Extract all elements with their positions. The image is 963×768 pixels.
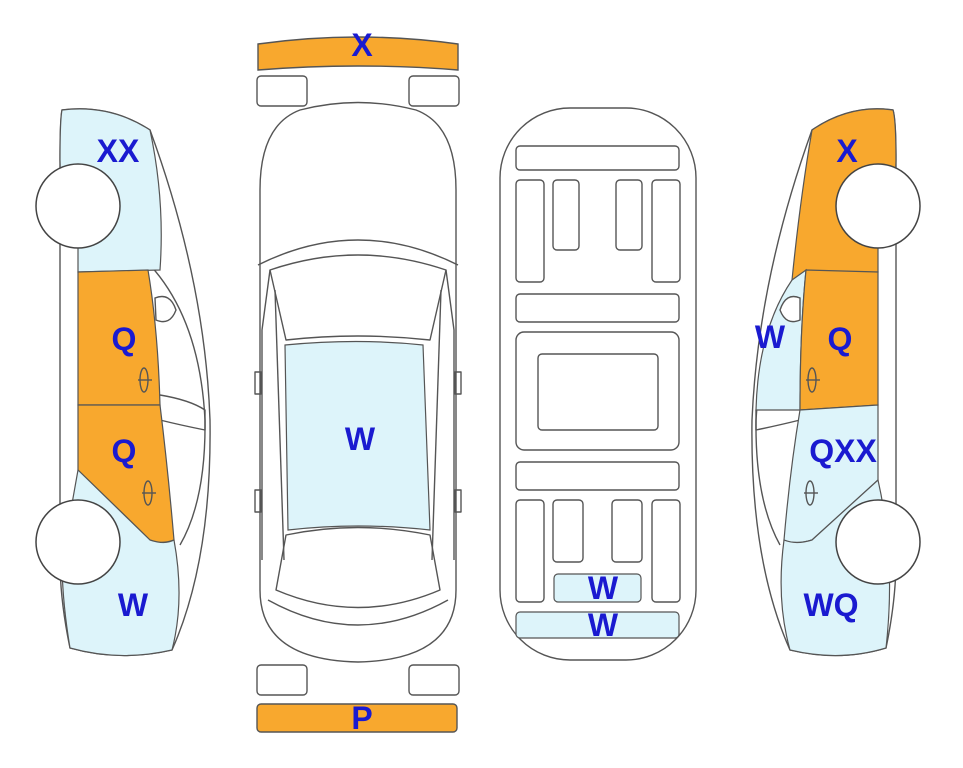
label-right-front: X <box>836 133 858 169</box>
label-rear-bumper: P <box>351 700 372 736</box>
front-left-headlight <box>256 75 308 107</box>
underside-rear-lower-zone[interactable] <box>515 611 680 639</box>
roof-zone[interactable] <box>284 340 431 531</box>
rear-right-light <box>408 664 460 696</box>
left-door-handle-rear <box>142 480 156 506</box>
label-underside-rear-upper: W <box>588 570 619 606</box>
right-door-handle-front <box>806 367 820 393</box>
underside-rear-upper-zone[interactable] <box>553 573 642 603</box>
right-front-wheel <box>835 163 921 249</box>
label-left-front-door: Q <box>112 321 137 357</box>
label-left-front: XX <box>97 133 140 169</box>
front-right-headlight <box>408 75 460 107</box>
front-bumper-zone[interactable] <box>257 36 459 71</box>
label-right-front-door: Q <box>828 321 853 357</box>
label-left-rear: W <box>118 587 149 623</box>
left-rear-wheel <box>35 499 121 585</box>
right-rear-wheel <box>835 499 921 585</box>
label-right-rear-door: QXX <box>809 433 877 469</box>
label-front-bumper: X <box>351 27 373 63</box>
right-door-handle-rear <box>804 480 818 506</box>
label-right-rear: WQ <box>803 587 858 623</box>
label-underside-rear-lower: W <box>588 607 619 643</box>
label-roof: W <box>345 421 376 457</box>
label-right-mirror-side: W <box>755 319 786 355</box>
left-door-handle-front <box>138 367 152 393</box>
zone-labels: X P W XX Q Q W X W Q QXX WQ W W <box>97 27 878 736</box>
rear-bumper-zone[interactable] <box>256 703 458 733</box>
underside-view <box>499 107 697 661</box>
rear-left-light <box>256 664 308 696</box>
left-mirror <box>154 295 177 323</box>
left-front-wheel <box>35 163 121 249</box>
label-left-rear-door: Q <box>112 433 137 469</box>
right-mirror <box>779 295 801 323</box>
